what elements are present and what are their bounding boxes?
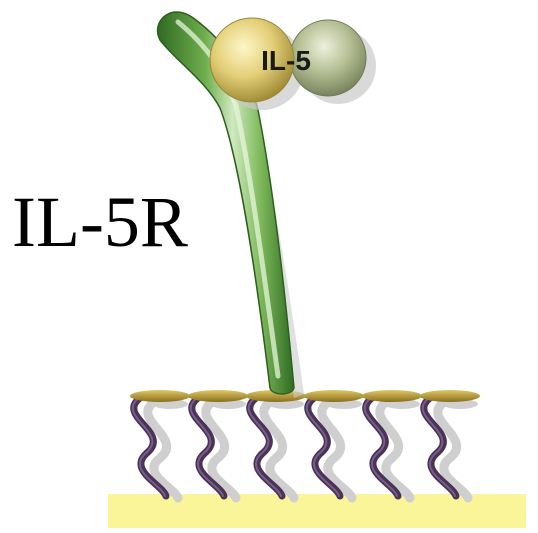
lipid-tails	[133, 398, 456, 496]
receptor-label: IL-5R	[12, 186, 188, 258]
membrane-bar	[108, 494, 526, 528]
ligand-label: IL-5	[261, 45, 311, 76]
